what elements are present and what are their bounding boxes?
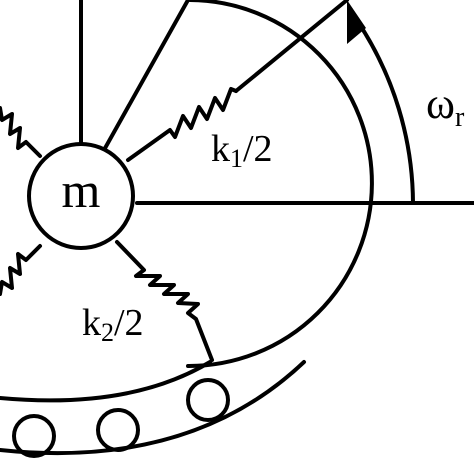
spring-upper-right <box>126 87 238 162</box>
roller-1 <box>12 414 56 458</box>
spring-lower-right <box>115 240 214 362</box>
spring-upper-label: k1/2 <box>211 128 273 173</box>
radial-line-upper-right <box>234 0 349 93</box>
spring-upper-left <box>0 106 42 158</box>
rotating-frame-arc <box>186 0 374 369</box>
spring-upper-label-sub: 1 <box>230 144 243 173</box>
spring-lower-label-k: k <box>82 302 101 344</box>
mass-circle <box>27 142 135 250</box>
roller-3 <box>186 378 230 422</box>
spring-lower-label: k2/2 <box>82 302 144 347</box>
angular-velocity-symbol: ω <box>426 79 455 128</box>
angular-velocity-label: ωr <box>426 79 465 133</box>
roller-2 <box>96 408 140 452</box>
spring-lower-label-sub: 2 <box>101 318 114 347</box>
spring-upper-label-k: k <box>211 128 230 170</box>
spring-upper-label-rest: /2 <box>243 128 273 170</box>
mass-label: m <box>62 162 101 218</box>
angular-velocity-sub: r <box>455 102 465 133</box>
spring-lower-left <box>0 244 42 296</box>
guide-arc <box>0 360 212 403</box>
angular-velocity-arrowhead <box>347 0 366 44</box>
angular-velocity-arc <box>356 20 415 205</box>
spring-lower-label-rest: /2 <box>114 302 144 344</box>
diagonal-frame-line <box>102 0 190 152</box>
outer-rail-curve <box>0 360 306 456</box>
